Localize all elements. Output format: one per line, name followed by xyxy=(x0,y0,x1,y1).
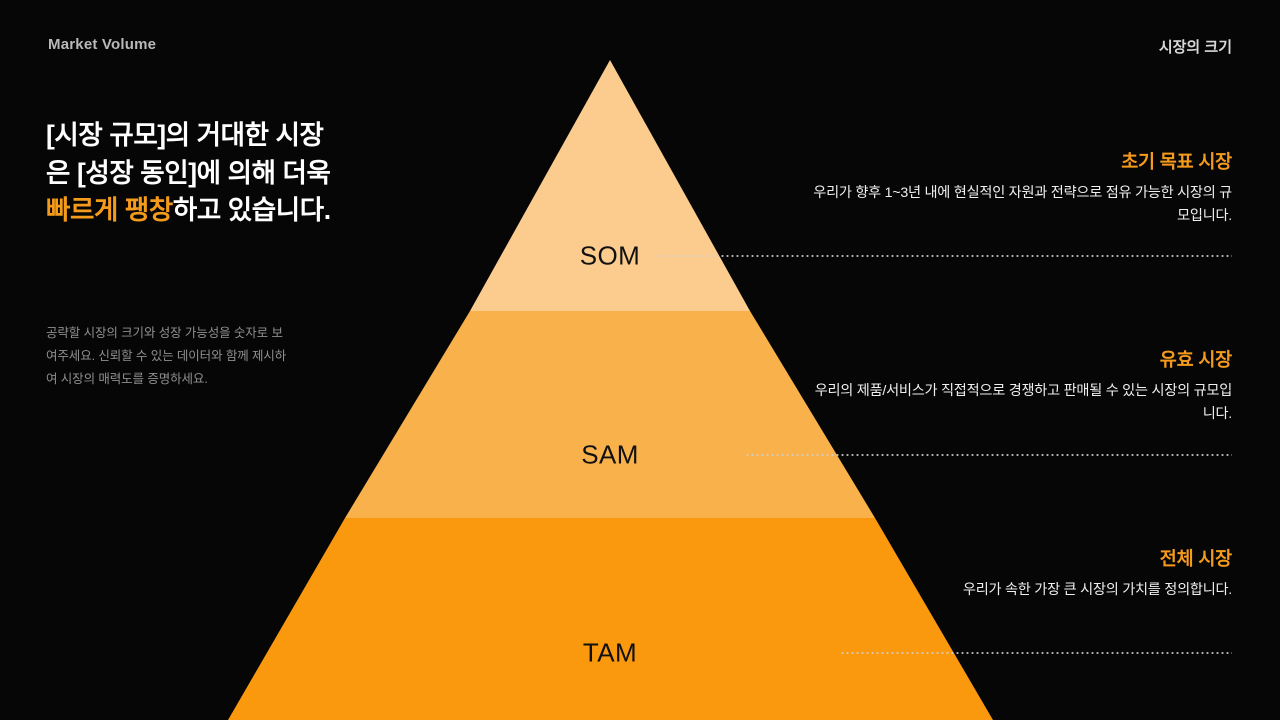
callout-tam-title: 전체 시장 xyxy=(1159,548,1232,569)
leader-line-tam xyxy=(840,652,1232,654)
callout-sam: 유효 시장 우리의 제품/서비스가 직접적으로 경쟁하고 판매될 수 있는 시장… xyxy=(812,348,1233,426)
tier-label-tam: TAM xyxy=(582,637,638,668)
slide-corner-label: 시장의 크기 xyxy=(1158,39,1232,56)
callout-som-body: 우리가 향후 1~3년 내에 현실적인 자원과 전략으로 점유 가능한 시장의 … xyxy=(813,185,1232,225)
headline-segment-1: [시장 규모]의 거대한 시장은 [성장 동인]에 의해 더욱 xyxy=(46,120,331,188)
pyramid-tier-sam xyxy=(345,311,875,518)
lead-paragraph: 공략할 시장의 크기와 성장 가능성을 숫자로 보여주세요. 신뢰할 수 있는 … xyxy=(46,326,287,387)
callout-tam: 전체 시장 우리가 속한 가장 큰 시장의 가치를 정의합니다. xyxy=(812,547,1232,602)
tier-label-sam: SAM xyxy=(581,439,639,470)
callout-som: 초기 목표 시장 우리가 향후 1~3년 내에 현실적인 자원과 전략으로 점유… xyxy=(812,150,1232,228)
tier-label-som: SOM xyxy=(579,240,641,271)
callout-tam-body: 우리가 속한 가장 큰 시장의 가치를 정의합니다. xyxy=(962,582,1232,599)
callout-sam-title: 유효 시장 xyxy=(1159,349,1232,370)
callout-som-title: 초기 목표 시장 xyxy=(1121,151,1232,172)
callout-sam-body: 우리의 제품/서비스가 직접적으로 경쟁하고 판매될 수 있는 시장의 규모입니… xyxy=(814,383,1233,423)
page-title: [시장 규모]의 거대한 시장은 [성장 동인]에 의해 더욱 빠르게 팽창하고… xyxy=(46,117,346,230)
slide-eyebrow-label: Market Volume xyxy=(48,36,157,53)
headline-highlight: 빠르게 팽창 xyxy=(46,195,173,226)
leader-line-som xyxy=(655,255,1232,257)
pyramid-tier-som xyxy=(470,60,750,311)
leader-line-sam xyxy=(745,454,1232,456)
headline-segment-2: 하고 있습니다. xyxy=(172,195,331,226)
